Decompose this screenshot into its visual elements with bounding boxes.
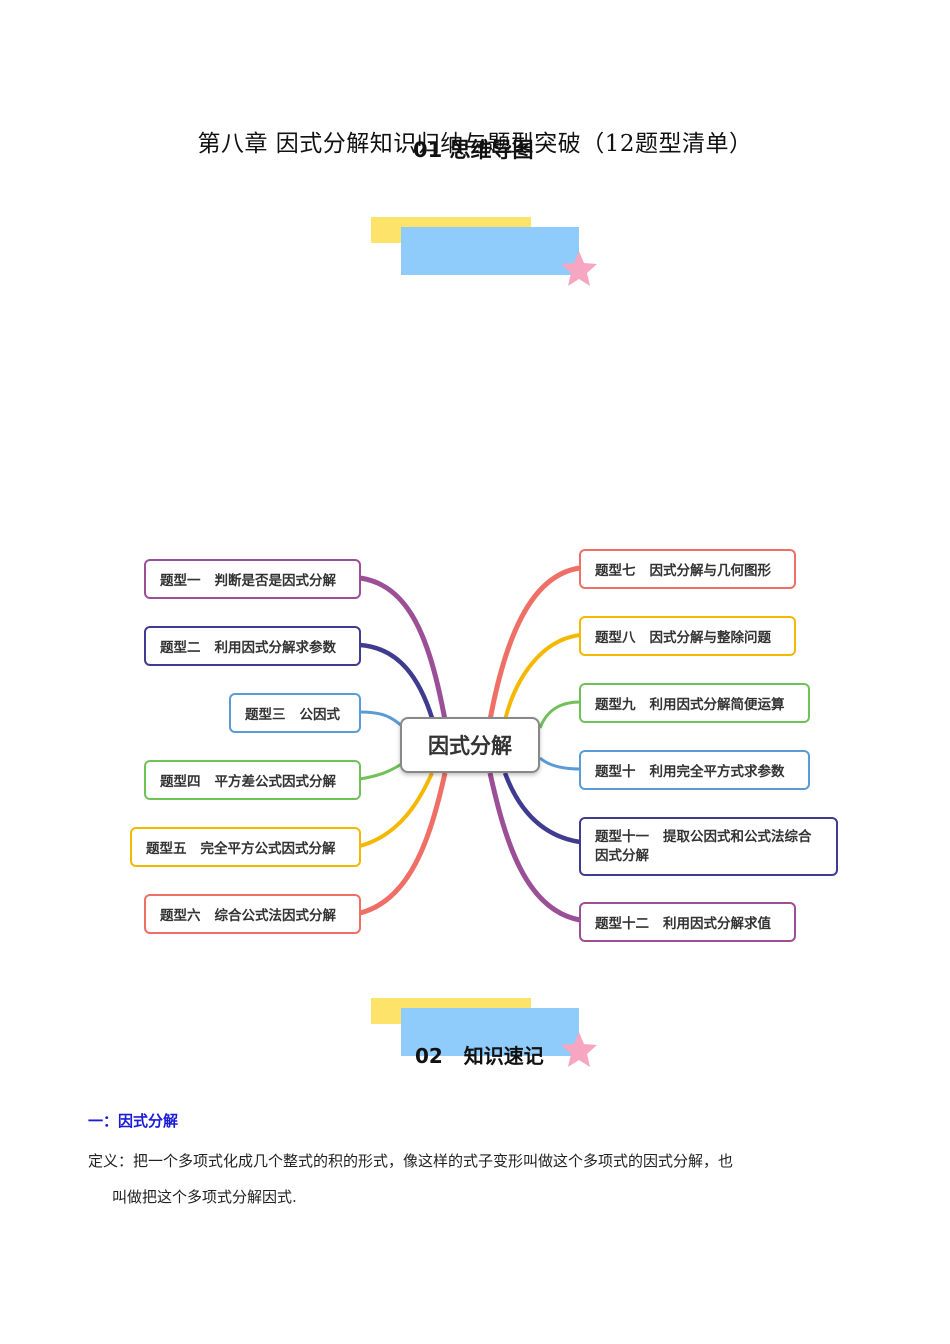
node-tag: 题型四 xyxy=(160,774,201,790)
section-heading-overlap: 01 思维导图 xyxy=(413,138,534,162)
knowledge-section-title: 一：因式分解 xyxy=(88,1112,179,1130)
mindmap-node-type-4: 题型四 平方差公式因式分解 xyxy=(144,760,361,800)
section-banner-02: 02 知识速记 xyxy=(371,998,611,1078)
node-text: 综合公式法因式分解 xyxy=(214,908,337,924)
mindmap-node-type-7: 题型七 因式分解与几何图形 xyxy=(579,549,796,589)
node-text: 利用因式分解简便运算 xyxy=(649,697,785,713)
mindmap-node-type-5: 题型五 完全平方公式因式分解 xyxy=(130,827,361,867)
link-type-8 xyxy=(503,633,581,721)
node-text: 利用因式分解求值 xyxy=(663,916,771,932)
node-text-line2: 因式分解 xyxy=(595,847,649,864)
node-text: 公因式 xyxy=(299,707,341,723)
star-icon xyxy=(561,1032,597,1067)
link-type-2 xyxy=(359,642,435,719)
definition-line-2: 叫做把这个多项式分解因式. xyxy=(112,1188,297,1206)
mindmap-links xyxy=(359,565,581,923)
link-type-9 xyxy=(538,700,581,729)
node-tag: 题型八 xyxy=(595,630,636,646)
link-type-3 xyxy=(359,710,403,728)
link-type-5 xyxy=(359,772,434,848)
mindmap-node-type-2: 题型二 利用因式分解求参数 xyxy=(144,626,361,666)
node-tag: 题型七 xyxy=(595,563,636,579)
link-type-6 xyxy=(359,772,448,916)
link-type-11 xyxy=(502,772,581,845)
mindmap-node-type-8: 题型八 因式分解与整除问题 xyxy=(579,616,796,656)
section-label: 知识速记 xyxy=(463,1044,544,1068)
banner-blue-block xyxy=(401,1008,579,1056)
node-text: 平方差公式因式分解 xyxy=(214,774,337,790)
mindmap-node-type-6: 题型六 综合公式法因式分解 xyxy=(144,894,361,934)
mindmap-node-type-3: 题型三 公因式 xyxy=(229,693,361,733)
banner-blue-block xyxy=(401,227,579,275)
mindmap-node-type-10: 题型十 利用完全平方式求参数 xyxy=(579,750,810,790)
node-tag: 题型一 xyxy=(160,573,201,589)
node-text: 因式分解与整除问题 xyxy=(649,630,772,646)
node-tag: 题型十 xyxy=(595,764,636,780)
node-text: 利用因式分解求参数 xyxy=(214,640,337,656)
node-tag: 题型五 xyxy=(146,841,187,857)
node-text: 利用完全平方式求参数 xyxy=(649,764,785,780)
node-text: 因式分解与几何图形 xyxy=(649,563,772,579)
link-type-10 xyxy=(539,756,581,771)
link-type-4 xyxy=(359,760,406,781)
link-type-7 xyxy=(487,565,581,721)
section-banner-01 xyxy=(371,217,611,297)
mindmap: 因式分解 题型一 判断是否是因式分解 题型二 利用因式分解求参数 题型三 公因式… xyxy=(0,530,950,970)
node-text: 提取公因式和公式法综合 xyxy=(663,828,812,845)
node-tag: 题型十二 xyxy=(595,916,649,932)
node-tag: 题型六 xyxy=(160,908,201,924)
node-text: 完全平方公式因式分解 xyxy=(200,841,336,857)
mindmap-node-type-9: 题型九 利用因式分解简便运算 xyxy=(579,683,810,723)
link-type-12 xyxy=(487,772,581,923)
link-type-1 xyxy=(359,575,448,721)
node-tag: 题型二 xyxy=(160,640,201,656)
star-icon xyxy=(561,251,597,286)
definition-line-1: 定义：把一个多项式化成几个整式的积的形式，像这样的式子变形叫做这个多项式的因式分… xyxy=(88,1152,734,1170)
definition-paragraph: 定义：把一个多项式化成几个整式的积的形式，像这样的式子变形叫做这个多项式的因式分… xyxy=(88,1143,828,1215)
section-number: 02 xyxy=(415,1044,443,1068)
node-text: 判断是否是因式分解 xyxy=(214,573,337,589)
mindmap-node-type-1: 题型一 判断是否是因式分解 xyxy=(144,559,361,599)
mindmap-node-type-12: 题型十二 利用因式分解求值 xyxy=(579,902,796,942)
document-title: 第八章 因式分解知识归纳与题型突破（12题型清单） xyxy=(197,131,753,157)
mindmap-node-type-11: 题型十一 提取公因式和公式法综合 因式分解 xyxy=(579,817,838,876)
section-heading-02: 02 知识速记 xyxy=(415,1040,544,1069)
node-tag: 题型九 xyxy=(595,697,636,713)
node-tag: 题型三 xyxy=(245,707,286,723)
mindmap-center-node: 因式分解 xyxy=(400,717,540,773)
node-tag: 题型十一 xyxy=(595,828,649,845)
